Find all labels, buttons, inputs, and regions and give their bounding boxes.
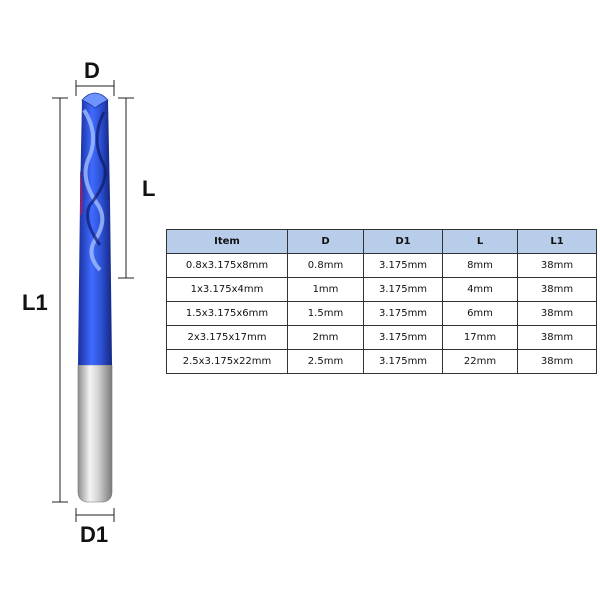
dimension-d-label: D xyxy=(84,58,100,83)
table-cell: 1.5mm xyxy=(287,301,364,326)
table-cell: 3.175mm xyxy=(363,253,443,278)
helix-dark xyxy=(86,111,107,246)
dimension-l-label: L xyxy=(142,176,156,201)
table-cell: 8mm xyxy=(442,253,518,278)
table-header-row: Item D D1 L L1 xyxy=(166,229,597,254)
table-cell: 2mm xyxy=(287,325,364,350)
shank xyxy=(77,364,113,503)
table-cell: 0.8x3.175x8mm xyxy=(166,253,288,278)
table-row: 1.5x3.175x6mm 1.5mm 3.175mm 6mm 38mm xyxy=(166,301,597,326)
table-row: 0.8x3.175x8mm 0.8mm 3.175mm 8mm 38mm xyxy=(166,253,597,278)
dimension-l1-label: L1 xyxy=(22,290,48,315)
table-cell: 38mm xyxy=(517,253,597,278)
table-cell: 38mm xyxy=(517,301,597,326)
table-cell: 38mm xyxy=(517,349,597,374)
dimension-d1-label: D1 xyxy=(80,522,109,547)
table-cell: 1mm xyxy=(287,277,364,302)
table-cell: 3.175mm xyxy=(363,325,443,350)
table-cell: 1.5x3.175x6mm xyxy=(166,301,288,326)
column-header: D xyxy=(287,229,364,254)
table-cell: 38mm xyxy=(517,325,597,350)
tip xyxy=(81,92,109,109)
table-cell: 3.175mm xyxy=(363,277,443,302)
specification-table: Item D D1 L L1 0.8x3.175x8mm 0.8mm 3.175… xyxy=(166,229,597,374)
table-cell: 2x3.175x17mm xyxy=(166,325,288,350)
table-cell: 3.175mm xyxy=(363,301,443,326)
table-row: 2.5x3.175x22mm 2.5mm 3.175mm 22mm 38mm xyxy=(166,349,597,374)
coated-body xyxy=(78,200,112,365)
table-cell: 3.175mm xyxy=(363,349,443,374)
table-row: 1x3.175x4mm 1mm 3.175mm 4mm 38mm xyxy=(166,277,597,302)
table-cell: 0.8mm xyxy=(287,253,364,278)
column-header: L xyxy=(442,229,518,254)
table-cell: 2.5mm xyxy=(287,349,364,374)
table-cell: 1x3.175x4mm xyxy=(166,277,288,302)
column-header: L1 xyxy=(517,229,597,254)
table-cell: 17mm xyxy=(442,325,518,350)
table-cell: 2.5x3.175x22mm xyxy=(166,349,288,374)
table-row: 2x3.175x17mm 2mm 3.175mm 17mm 38mm xyxy=(166,325,597,350)
flute-tint xyxy=(80,170,83,215)
column-header: Item xyxy=(166,229,288,254)
table-cell: 4mm xyxy=(442,277,518,302)
column-header: D1 xyxy=(363,229,443,254)
helix-highlight xyxy=(82,108,105,272)
table-cell: 38mm xyxy=(517,277,597,302)
table-cell: 6mm xyxy=(442,301,518,326)
table-cell: 22mm xyxy=(442,349,518,374)
